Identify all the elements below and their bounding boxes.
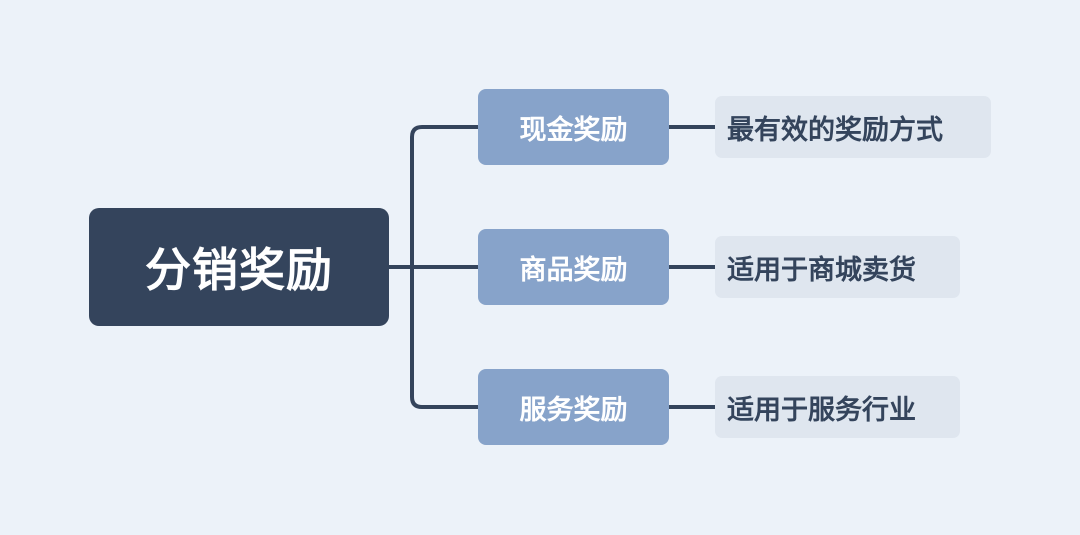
root-node: 分销奖励 (89, 208, 389, 326)
branch-node-service-reward: 服务奖励 (478, 369, 669, 445)
branch-label: 商品奖励 (519, 254, 628, 286)
leaf-node-goods-note: 适用于商城卖货 (715, 236, 960, 298)
leaf-label: 最有效的奖励方式 (727, 114, 943, 146)
branch-label: 服务奖励 (519, 394, 628, 426)
branch-label: 现金奖励 (519, 114, 628, 146)
leaf-node-service-note: 适用于服务行业 (715, 376, 960, 438)
root-label: 分销奖励 (145, 243, 333, 297)
branch-node-goods-reward: 商品奖励 (478, 229, 669, 305)
trunk-connector (387, 125, 480, 409)
leaf-node-cash-note: 最有效的奖励方式 (715, 96, 991, 158)
leaf-label: 适用于服务行业 (727, 394, 916, 426)
branch-node-cash-reward: 现金奖励 (478, 89, 669, 165)
leaf-label: 适用于商城卖货 (727, 254, 916, 286)
